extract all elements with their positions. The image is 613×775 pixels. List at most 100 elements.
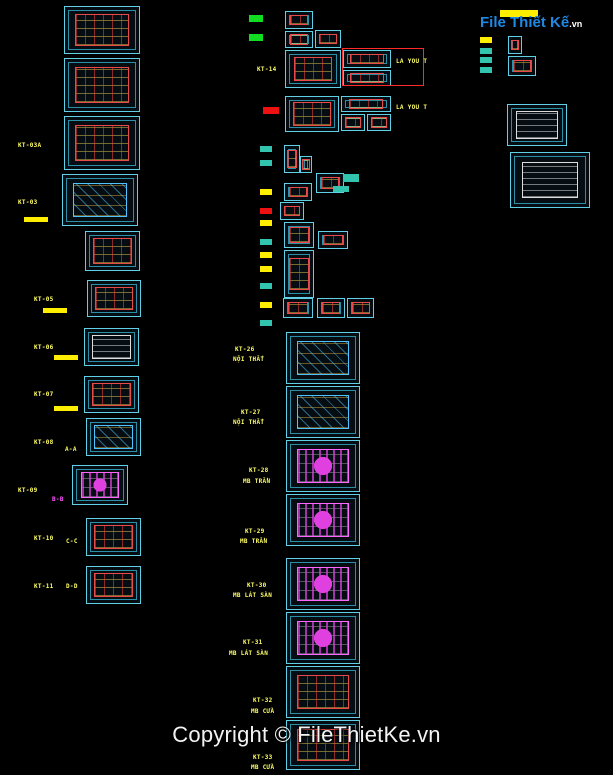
- drawing-sheet[interactable]: [64, 6, 140, 54]
- drawing-sheet[interactable]: [285, 31, 313, 48]
- layer-swatch: [54, 406, 78, 411]
- layer-swatch: [260, 146, 272, 152]
- layer-swatch: [500, 10, 538, 17]
- drawing-sheet[interactable]: [284, 250, 314, 298]
- drawing-sheet[interactable]: [84, 376, 139, 413]
- sheet-label: KT-31: [243, 639, 263, 646]
- sheet-label: KT-11: [34, 583, 54, 590]
- drawing-sheet[interactable]: [72, 465, 128, 505]
- drawing-sheet[interactable]: [315, 30, 341, 48]
- layer-swatch: [249, 34, 263, 41]
- drawing-sheet[interactable]: [508, 36, 522, 54]
- section-label: C-C: [66, 538, 78, 545]
- site-logo: File Thiết Kế.vn: [474, 14, 586, 38]
- sheet-label: KT-09: [18, 487, 38, 494]
- drawing-sheet[interactable]: [286, 332, 360, 384]
- drawing-sheet[interactable]: [285, 50, 341, 88]
- drawing-sheet[interactable]: [280, 202, 304, 220]
- sheet-sublabel: MB CỬA: [251, 764, 275, 771]
- drawing-sheet[interactable]: [284, 145, 300, 173]
- sheet-label: KT-26: [235, 346, 255, 353]
- section-label: A-A: [65, 446, 77, 453]
- drawing-sheet[interactable]: [286, 720, 360, 770]
- layer-swatch: [24, 217, 48, 222]
- sheet-label: KT-05: [34, 296, 54, 303]
- layer-swatch: [480, 57, 492, 63]
- sheet-label: KT-03: [18, 199, 38, 206]
- sheet-sublabel: NỘI THẤT: [233, 356, 265, 363]
- drawing-sheet[interactable]: [86, 566, 141, 604]
- drawing-sheet[interactable]: [64, 58, 140, 112]
- layer-swatch: [260, 283, 272, 289]
- logo-text: File Thiết Kế: [480, 14, 570, 31]
- layer-swatch: [263, 107, 279, 114]
- drawing-sheet[interactable]: [284, 183, 312, 201]
- drawing-sheet[interactable]: [86, 518, 141, 556]
- drawing-sheet[interactable]: [347, 298, 374, 318]
- sheet-label: KT-32: [253, 697, 273, 704]
- sheet-label: KT-08: [34, 439, 54, 446]
- layer-swatch: [260, 189, 272, 195]
- layer-swatch: [43, 308, 67, 313]
- drawing-sheet[interactable]: [286, 666, 360, 718]
- drawing-sheet[interactable]: [285, 11, 313, 29]
- sheet-label: KT-07: [34, 391, 54, 398]
- drawing-sheet[interactable]: [508, 56, 536, 76]
- sheet-label: KT-03A: [18, 142, 42, 149]
- drawing-sheet[interactable]: [286, 494, 360, 546]
- sheet-label: KT-28: [249, 467, 269, 474]
- layer-swatch: [260, 239, 272, 245]
- sheet-sublabel: MB LÁT SÀN: [233, 592, 273, 599]
- drawing-sheet[interactable]: [510, 152, 590, 208]
- drawing-sheet[interactable]: [85, 231, 140, 271]
- layout-label: LA YOU T: [396, 58, 428, 65]
- drawing-sheet[interactable]: [317, 298, 345, 318]
- sheet-label: KT-27: [241, 409, 261, 416]
- drawing-sheet[interactable]: [286, 558, 360, 610]
- drawing-sheet[interactable]: [318, 231, 348, 249]
- layer-swatch: [260, 252, 272, 258]
- layer-swatch: [54, 355, 78, 360]
- drawing-sheet[interactable]: [300, 156, 312, 173]
- drawing-sheet[interactable]: [341, 114, 365, 131]
- drawing-sheet[interactable]: [64, 116, 140, 170]
- drawing-sheet[interactable]: [286, 440, 360, 492]
- drawing-sheet[interactable]: [343, 50, 391, 68]
- drawing-sheet[interactable]: [86, 418, 141, 456]
- layer-swatch: [343, 174, 359, 182]
- drawing-sheet[interactable]: [367, 114, 391, 131]
- drawing-sheet[interactable]: [62, 174, 138, 226]
- section-label: D-D: [66, 583, 78, 590]
- sheet-sublabel: MB CỬA: [251, 708, 275, 715]
- drawing-sheet[interactable]: [507, 104, 567, 146]
- drawing-sheet[interactable]: [84, 328, 139, 366]
- drawing-sheet[interactable]: [284, 222, 314, 248]
- layer-swatch: [333, 186, 349, 192]
- sheet-label: KT-10: [34, 535, 54, 542]
- logo-suffix: .vn: [569, 19, 583, 29]
- sheet-label: KT-06: [34, 344, 54, 351]
- sheet-label: KT-30: [247, 582, 267, 589]
- drawing-sheet[interactable]: [286, 612, 360, 664]
- sheet-sublabel: MB TRẦN: [243, 478, 271, 485]
- sheet-sublabel: MB LÁT SÀN: [229, 650, 269, 657]
- sheet-label: KT-14: [257, 66, 277, 73]
- drawing-sheet[interactable]: [283, 298, 313, 318]
- layer-swatch: [260, 320, 272, 326]
- drawing-sheet[interactable]: [341, 96, 391, 112]
- section-label: B-B: [52, 496, 64, 503]
- layer-swatch: [260, 160, 272, 166]
- layer-swatch: [260, 266, 272, 272]
- sheet-label: KT-29: [245, 528, 265, 535]
- layer-swatch: [260, 208, 272, 214]
- layer-swatch: [249, 15, 263, 22]
- layer-swatch: [480, 37, 492, 43]
- layer-swatch: [260, 302, 272, 308]
- drawing-sheet[interactable]: [87, 280, 141, 317]
- sheet-sublabel: MB TRẦN: [240, 538, 268, 545]
- drawing-sheet[interactable]: [286, 386, 360, 438]
- layer-swatch: [480, 67, 492, 73]
- drawing-sheet[interactable]: [285, 96, 339, 132]
- sheet-sublabel: NỘI THẤT: [233, 419, 265, 426]
- copyright-watermark: Copyright © FileThietKe.vn: [172, 722, 441, 747]
